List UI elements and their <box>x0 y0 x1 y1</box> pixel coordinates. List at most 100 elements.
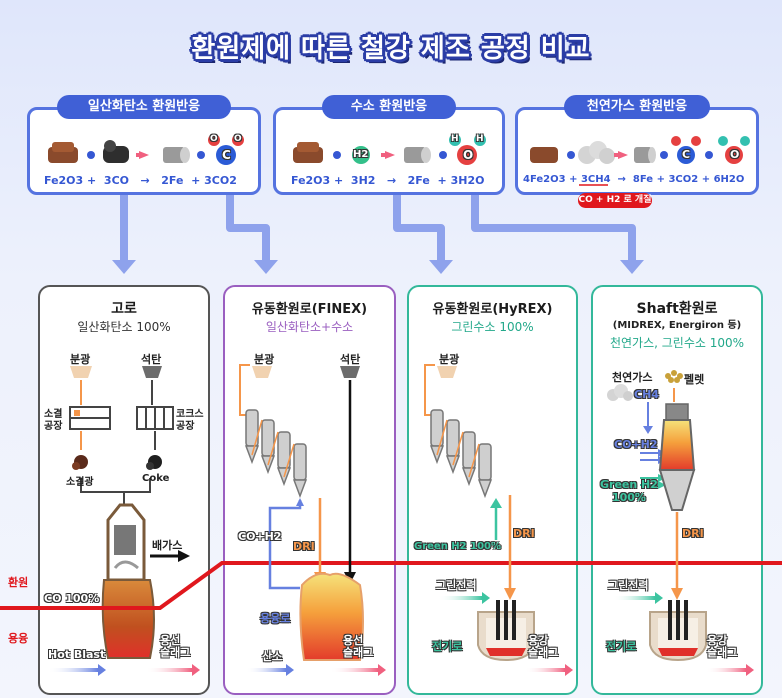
syngas-label: CO+H2 <box>238 530 282 543</box>
eq-op: + <box>87 174 97 187</box>
green-power-label: 그린전력 <box>436 579 477 592</box>
atom-label-o: O <box>730 148 740 161</box>
page-title: 환원제에 따른 철강 제조 공정 비교 <box>191 34 591 64</box>
eq-op: + <box>437 174 447 187</box>
process-title: 유동환원로(HyREX) <box>432 302 553 317</box>
exhaust-gas-label: 배가스 <box>152 539 183 552</box>
shaft-furnace-icon <box>658 403 696 511</box>
steel-coil-icon <box>163 147 190 163</box>
natural-gas-label: 천연가스 <box>612 371 653 384</box>
coke-plant-label: 코크스 공장 <box>176 409 204 432</box>
eq-op: + <box>191 174 201 187</box>
eq-term: 2Fe <box>407 174 430 187</box>
green-hydrogen-label: Green H2 100% <box>600 478 658 504</box>
coke-icon <box>146 455 162 470</box>
co2-molecule-icon <box>208 134 244 165</box>
steel-coil-icon <box>404 147 431 163</box>
reaction-header-co: 일산화탄소 환원반응 <box>57 95 231 119</box>
ore-label: 분광 <box>254 353 275 366</box>
sinter-plant-label: 소결 공장 <box>44 409 63 432</box>
atom-label-o: O <box>463 148 474 162</box>
process-subtitle: 그린수소 100% <box>451 320 534 334</box>
atom-label-c: C <box>682 148 691 161</box>
coal-icon <box>103 140 129 163</box>
green-power-label: 그린전력 <box>608 579 649 592</box>
dri-label: DRI <box>682 527 704 540</box>
dri-label: DRI <box>513 527 535 540</box>
equation-h2: Fe2O3 + 3H2 → 2Fe + 3H2O <box>291 174 484 187</box>
reduction-label: 환원 <box>8 576 29 589</box>
pellet-icon <box>665 370 683 383</box>
coal-label: 석탄 <box>141 353 162 366</box>
eq-op: + <box>569 174 578 185</box>
eq-term: 3CO2 <box>204 174 237 187</box>
melter-gasifier-icon <box>299 572 364 661</box>
coke-plant-icon <box>136 406 174 430</box>
process-title: 고로 <box>111 301 137 317</box>
eq-op: + <box>334 174 344 187</box>
water-molecule-icon <box>449 134 486 165</box>
eq-term: 3CH4 <box>580 174 611 185</box>
electric-arc-furnace-icon <box>649 600 707 662</box>
eq-term: 2Fe <box>161 174 184 187</box>
eq-op: + <box>656 174 665 185</box>
ch4-label: CH4 <box>634 388 659 401</box>
oxygen-label: 산소 <box>262 650 283 663</box>
process-title: Shaft환원로 <box>636 301 718 317</box>
hot-blast-label: Hot Blast <box>48 648 106 661</box>
process-subtitle: 천연가스, 그린수소 100% <box>609 336 745 350</box>
fluidized-reactor-icon <box>429 409 493 499</box>
eq-term: 3CO <box>103 174 129 187</box>
iron-ore-icon <box>530 147 558 163</box>
atom-label-c: C <box>222 148 231 162</box>
process-title: 유동환원로(FINEX) <box>251 302 368 317</box>
melting-label: 용융 <box>8 632 29 645</box>
ore-icon <box>437 366 457 378</box>
hot-metal-slag-label: 용선 슬래그 <box>160 634 191 659</box>
reduction-melting-boundary <box>0 561 782 610</box>
eaf-label: 전기로 <box>432 640 463 653</box>
ore-icon <box>252 366 272 378</box>
steel-coil-icon <box>634 147 656 163</box>
ore-icon <box>70 366 92 378</box>
eq-op: → <box>386 174 397 187</box>
blast-furnace-icon <box>101 503 155 659</box>
coke-label: Coke <box>142 473 170 484</box>
green-hydrogen-label: Green H2 100% <box>414 541 502 552</box>
natural-gas-cloud-icon <box>607 384 633 401</box>
eq-term: 4Fe2O3 <box>523 174 566 185</box>
reaction-header-h2: 수소 환원반응 <box>322 95 456 119</box>
dri-label: DRI <box>293 540 315 553</box>
process-subtitle: 일산화탄소+수소 <box>265 320 354 334</box>
iron-ore-icon <box>48 142 78 163</box>
iron-ore-icon <box>293 142 323 163</box>
eq-term: 6H2O <box>713 174 745 185</box>
eq-term: 3H2O <box>450 174 485 187</box>
h2-molecule-icon <box>352 146 370 164</box>
coal-icon <box>142 366 162 378</box>
eq-term: Fe2O3 <box>291 174 331 187</box>
eq-term: 8Fe <box>632 174 654 185</box>
atom-label-o: O <box>234 134 242 144</box>
sinter-icon <box>72 455 88 470</box>
process-subtitle-small: (MIDREX, Energiron 등) <box>612 320 742 331</box>
fluidized-reactor-icon <box>244 409 308 499</box>
reform-note: CO + H2 로 개질 <box>578 193 652 208</box>
eq-term: 3H2 <box>350 174 376 187</box>
atom-label-h: H <box>476 134 484 144</box>
atom-label-h2: H2 <box>353 149 369 160</box>
liquid-steel-slag-label: 용강 슬래그 <box>528 634 559 659</box>
atom-label-h: H <box>451 134 459 144</box>
liquid-steel-slag-label: 용강 슬래그 <box>707 634 738 659</box>
natural-gas-cloud-icon <box>578 141 615 164</box>
equation-co: Fe2O3 + 3CO → 2Fe + 3CO2 <box>44 174 237 187</box>
water-molecule-icon <box>718 136 750 164</box>
reaction-header-ch4: 천연가스 환원반응 <box>564 95 710 119</box>
eq-term: 3CO2 <box>668 174 699 185</box>
process-subtitle: 일산화탄소 100% <box>77 320 171 334</box>
coal-label: 석탄 <box>340 353 361 366</box>
eq-op: → <box>140 174 150 187</box>
eq-term: Fe2O3 <box>44 174 84 187</box>
